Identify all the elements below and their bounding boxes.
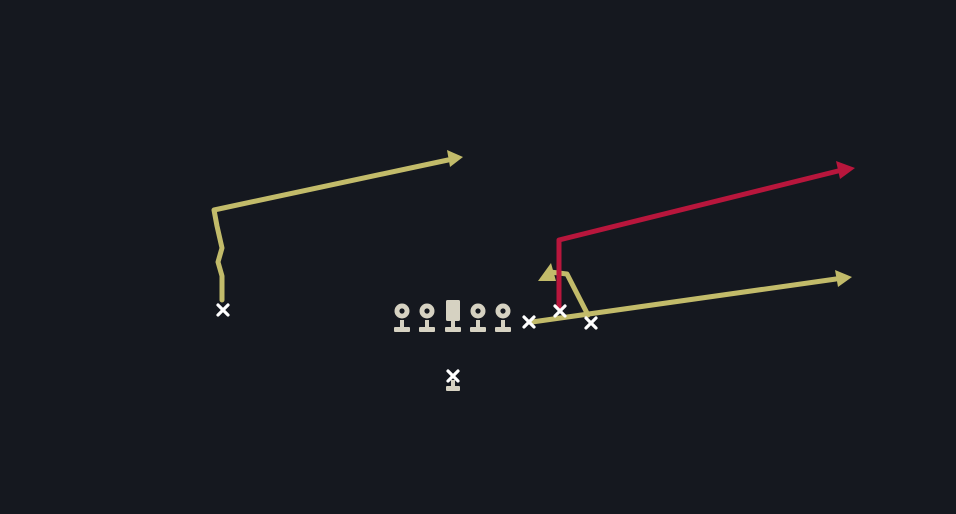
player-right-slot-middle [553,304,567,318]
route-right-slot-middle-arrowhead [836,161,855,179]
skill-players [216,303,598,391]
player-right-slot-outer [584,316,598,330]
player-running-back [446,369,460,391]
player-right-slot-inner [522,315,536,329]
route-left-wideout [211,157,451,303]
player-left-wideout [216,303,230,317]
offensive-lineman [419,303,435,332]
offensive-lineman [470,303,486,332]
offensive-lineman [394,303,410,332]
routes [211,150,855,325]
route-right-slot-outer [547,269,591,318]
route-right-slot-inner-arrowhead [835,270,852,287]
route-right-slot-middle [556,168,841,310]
offensive-lineman [495,303,511,332]
route-right-slot-outer-arrowhead [538,263,556,281]
offensive-lineman-center [445,300,461,332]
route-right-slot-inner [529,276,839,325]
offensive-line [394,300,511,332]
route-left-wideout-arrowhead [447,150,463,167]
